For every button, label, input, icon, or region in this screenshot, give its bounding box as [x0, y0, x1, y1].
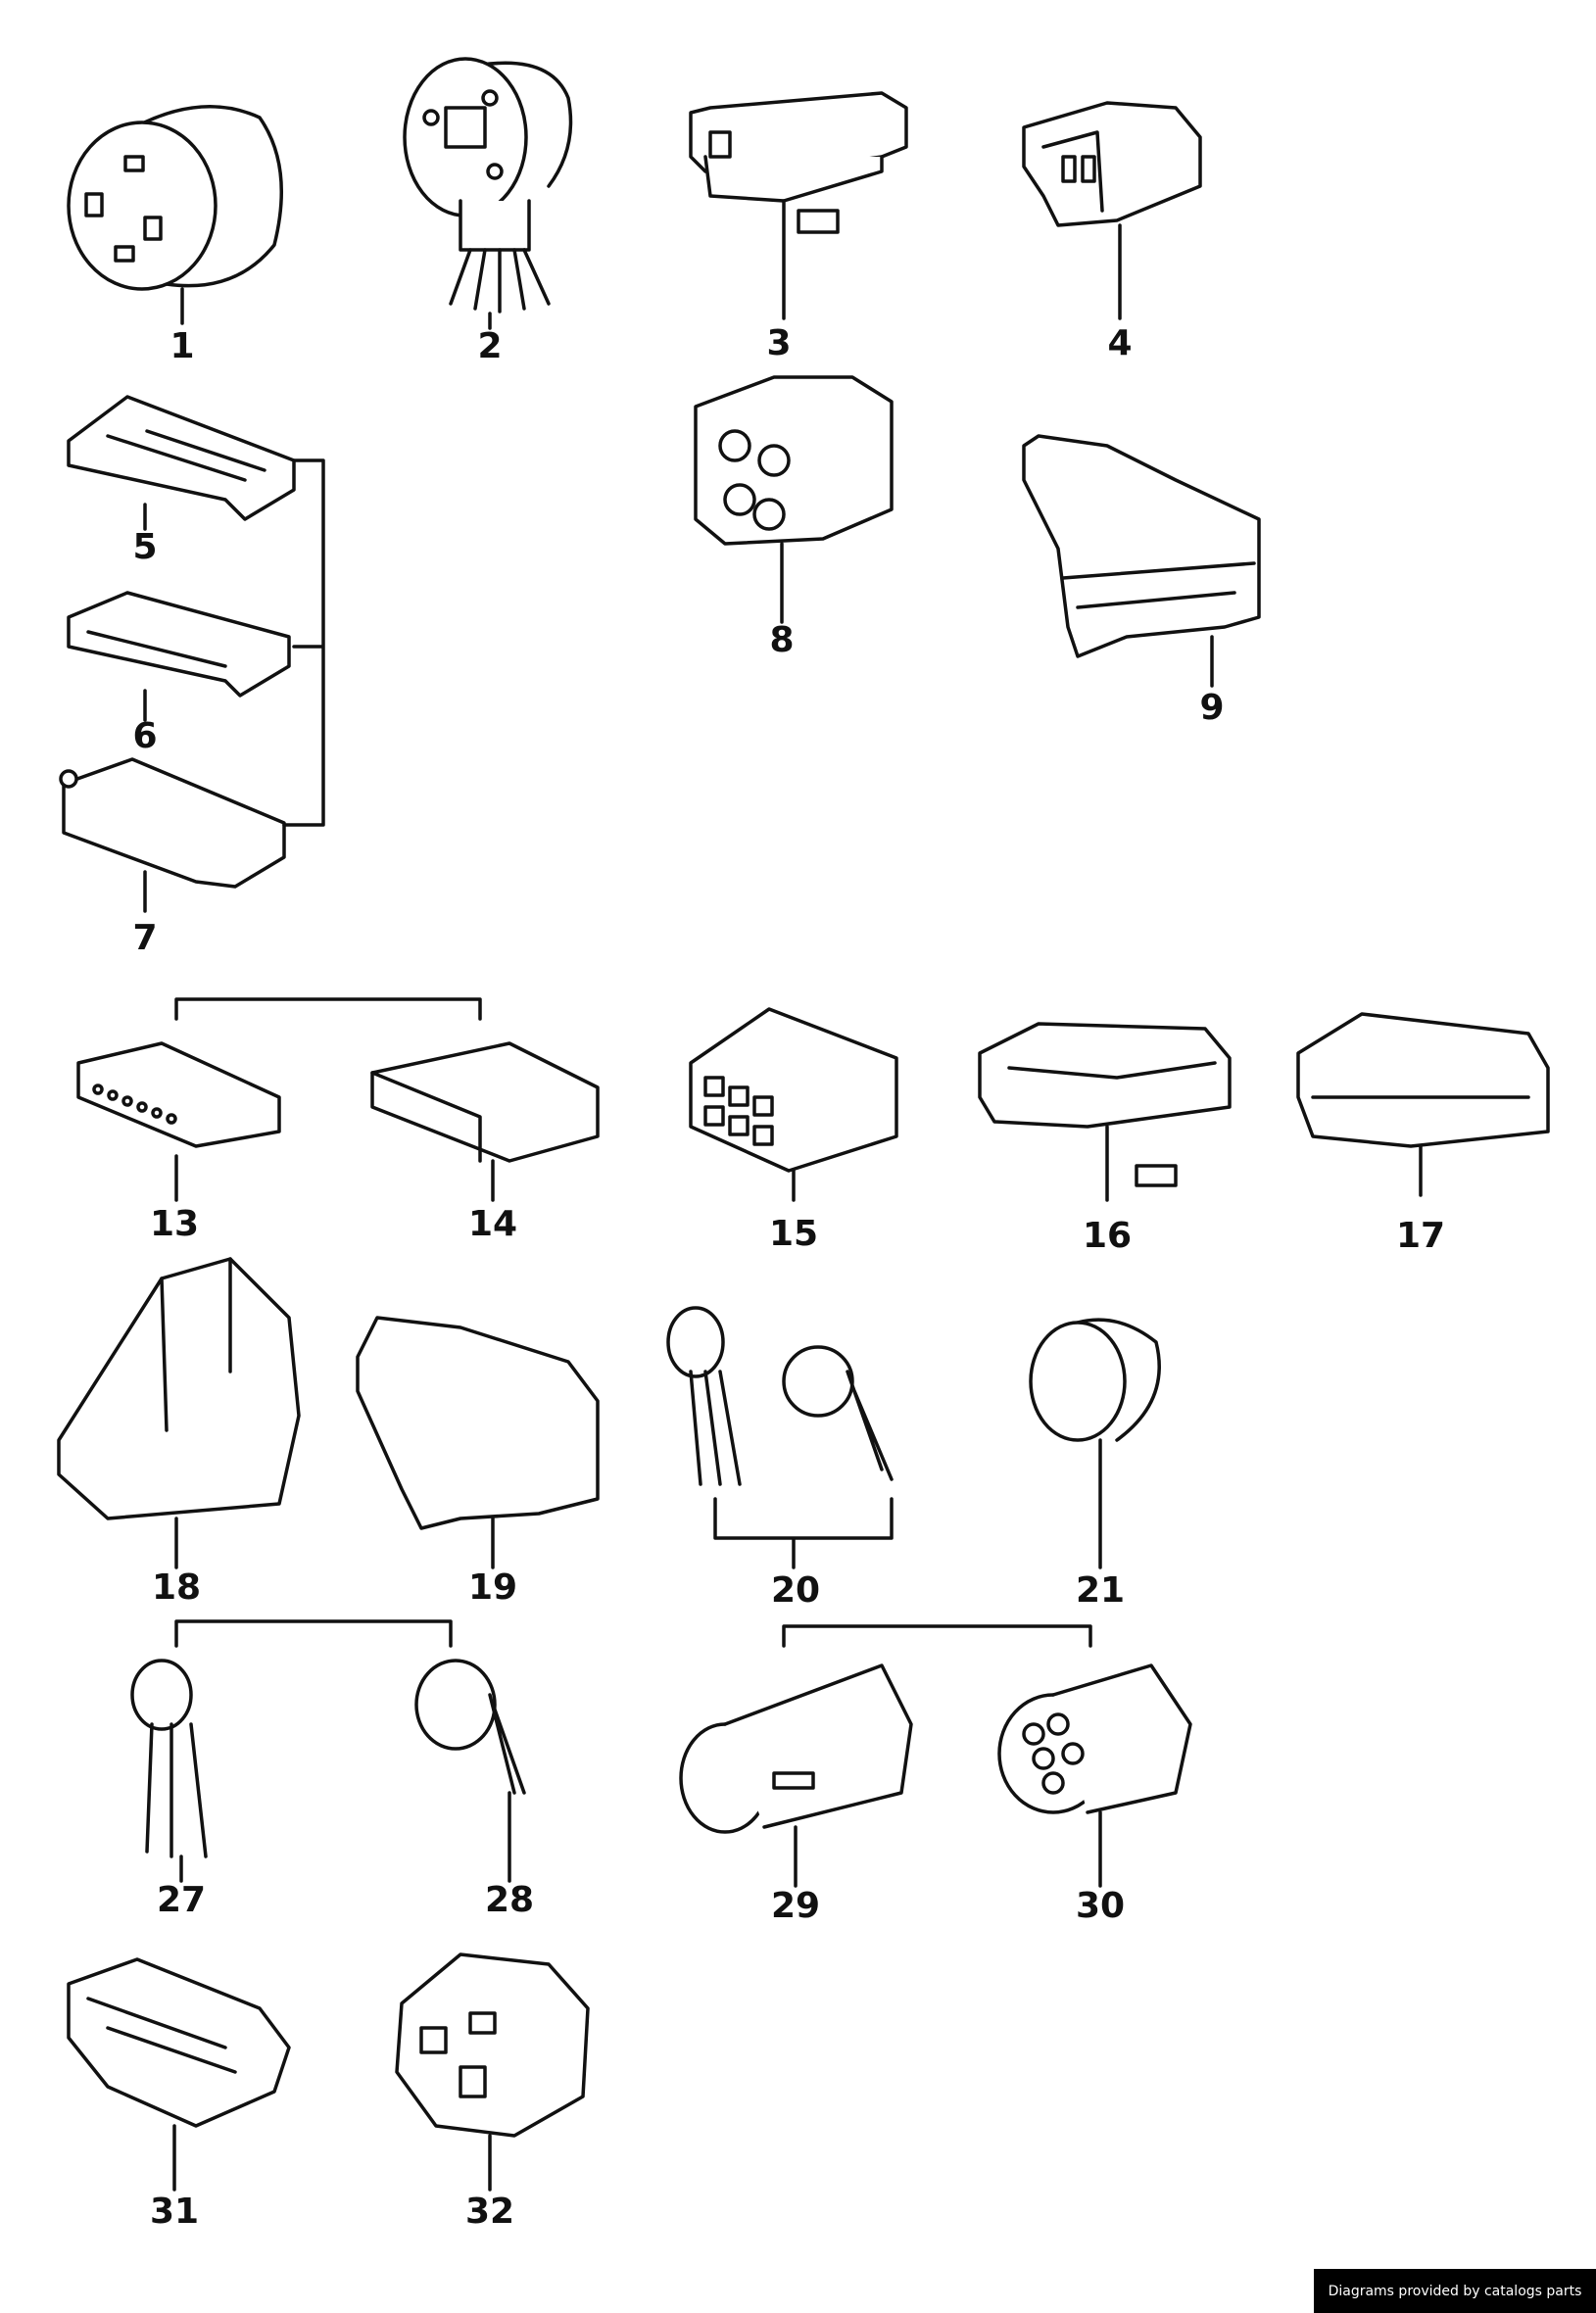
part-4-drawing — [1022, 101, 1202, 320]
part-16-drawing — [978, 1022, 1232, 1202]
part-label-2: 2 — [477, 326, 503, 366]
part-29-drawing — [679, 1663, 913, 1888]
part-14-drawing — [370, 1041, 600, 1202]
part-label-6: 6 — [132, 716, 158, 756]
part-label-3: 3 — [766, 323, 792, 363]
part-18-drawing — [57, 1257, 301, 1569]
part-28-drawing — [414, 1659, 526, 1883]
part-label-15: 15 — [768, 1214, 819, 1254]
part-label-29: 29 — [770, 1886, 821, 1926]
part-21-drawing — [1029, 1318, 1161, 1569]
part-20-drawing — [666, 1306, 894, 1569]
part-31-drawing — [67, 1957, 291, 2192]
part-13-drawing — [76, 1041, 281, 1202]
part-label-13: 13 — [149, 1204, 200, 1244]
part-7-drawing — [59, 757, 286, 913]
bracket-5-7 — [282, 458, 325, 827]
part-30-drawing — [997, 1663, 1192, 1888]
part-label-7: 7 — [132, 918, 158, 958]
part-label-32: 32 — [464, 2192, 515, 2232]
part-label-14: 14 — [467, 1204, 518, 1244]
bracket-13-14 — [174, 997, 482, 1021]
part-label-4: 4 — [1107, 323, 1133, 363]
part-32-drawing — [395, 1952, 590, 2192]
part-label-1: 1 — [169, 326, 195, 366]
part-label-17: 17 — [1395, 1216, 1446, 1256]
part-27-drawing — [130, 1659, 208, 1883]
part-label-20: 20 — [770, 1570, 821, 1611]
part-19-drawing — [356, 1316, 600, 1569]
part-label-5: 5 — [132, 527, 158, 567]
part-9-drawing — [1022, 434, 1261, 688]
part-3-drawing — [689, 91, 908, 320]
part-label-16: 16 — [1082, 1216, 1133, 1256]
part-5-drawing — [67, 395, 296, 531]
part-17-drawing — [1296, 1012, 1550, 1197]
part-label-19: 19 — [467, 1567, 518, 1608]
credit-badge: Diagrams provided by catalogs parts — [1314, 2269, 1596, 2313]
part-label-31: 31 — [149, 2192, 200, 2232]
part-label-30: 30 — [1075, 1886, 1126, 1926]
part-label-28: 28 — [484, 1880, 535, 1920]
part-2-drawing — [403, 57, 573, 330]
part-1-drawing — [67, 105, 283, 325]
bracket-27-28 — [174, 1619, 453, 1648]
part-label-21: 21 — [1075, 1570, 1126, 1611]
part-15-drawing — [689, 1007, 898, 1202]
part-label-8: 8 — [769, 620, 795, 660]
part-label-18: 18 — [151, 1567, 202, 1608]
part-6-drawing — [67, 591, 291, 722]
part-label-27: 27 — [156, 1880, 207, 1920]
part-label-9: 9 — [1199, 688, 1225, 728]
part-8-drawing — [694, 375, 894, 624]
bracket-29-30 — [782, 1624, 1092, 1648]
